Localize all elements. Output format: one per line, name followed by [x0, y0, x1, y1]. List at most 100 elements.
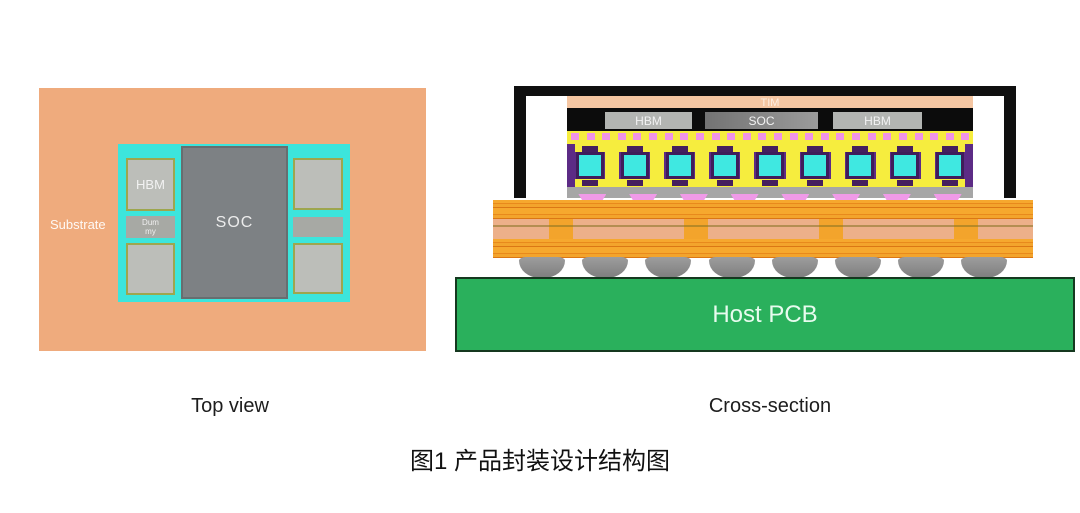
hbm-chip-right-label: HBM	[864, 113, 891, 128]
substrate-core-streak	[493, 225, 1033, 227]
interposer-layer	[567, 144, 973, 188]
die-tab-top	[897, 146, 914, 152]
die-tab-top	[762, 146, 778, 152]
embedded-die	[801, 152, 830, 179]
substrate-routing-top	[493, 200, 1033, 219]
microbump	[711, 133, 720, 140]
die-tab-bottom	[807, 180, 824, 186]
solder-ball	[835, 257, 881, 278]
interposer-edge-left	[567, 144, 575, 188]
c4-bump	[578, 194, 607, 205]
hbm-die-top-right	[293, 158, 343, 210]
soc-die-label: SOC	[215, 213, 254, 231]
tsv-column	[650, 144, 665, 188]
substrate-via	[953, 219, 978, 239]
microbump	[867, 133, 876, 140]
microbump	[774, 133, 782, 140]
soc-die-top-view: SOC	[181, 146, 288, 299]
hbm-chip-right: HBM	[833, 112, 922, 129]
microbump	[852, 133, 861, 140]
solder-ball	[771, 257, 818, 278]
rdl-layer	[567, 187, 973, 198]
embedded-die	[665, 152, 694, 179]
die-tab-top	[581, 146, 598, 152]
embedded-die	[620, 152, 649, 179]
package-substrate	[493, 200, 1033, 258]
soc-chip: SOC	[705, 112, 818, 129]
die-tab-top	[852, 146, 869, 152]
embedded-die	[936, 152, 965, 179]
solder-ball	[645, 257, 692, 278]
c4-bump	[832, 194, 861, 205]
microbump	[789, 133, 798, 140]
die-tab-top	[626, 146, 643, 152]
hbm-die-label: HBM	[136, 177, 165, 192]
c4-bump	[933, 194, 962, 205]
hbm-chip-left: HBM	[605, 112, 692, 129]
tim-layer: TIM	[567, 96, 973, 109]
dummy-die-label: Dum my	[142, 218, 159, 236]
c4-bump	[730, 194, 759, 205]
dummy-die-left: Dum my	[126, 216, 175, 238]
microbump	[945, 133, 954, 140]
hbm-die-bottom-right	[293, 243, 343, 294]
die-tab-bottom	[626, 180, 643, 186]
solder-ball	[519, 257, 565, 278]
tim-label: TIM	[760, 96, 780, 109]
microbump	[742, 133, 751, 140]
microbump	[961, 133, 970, 140]
die-tab-top	[716, 146, 733, 152]
hbm-die-bottom-left	[126, 243, 175, 295]
die-tab-top	[807, 146, 824, 152]
c4-bump	[882, 194, 911, 205]
cross-section-diagram: TIM HBM SOC HBM Host PCB	[455, 77, 1075, 352]
substrate-via	[818, 219, 843, 239]
microbump	[805, 133, 814, 140]
die-tab-top	[942, 146, 959, 152]
microbump	[930, 133, 939, 140]
die-tab-bottom	[671, 180, 688, 186]
top-view-substrate: Substrate HBM Dum my SOC	[39, 88, 426, 351]
hbm-die-top-left: HBM	[126, 158, 175, 211]
tsv-column	[785, 144, 800, 188]
tsv-column	[740, 144, 755, 188]
hbm-chip-left-label: HBM	[635, 113, 662, 128]
c4-bump-row	[567, 194, 973, 205]
c4-bump	[679, 194, 708, 205]
embedded-die	[846, 152, 875, 179]
embedded-die	[756, 152, 784, 179]
microbump	[680, 133, 689, 140]
microbump-row	[567, 131, 973, 144]
microbump	[758, 133, 767, 140]
microbump	[883, 133, 892, 140]
solder-ball	[582, 257, 629, 278]
c4-bump	[781, 194, 810, 205]
embedded-die	[575, 152, 604, 179]
tsv-column	[830, 144, 845, 188]
top-view-interposer: HBM Dum my SOC	[118, 144, 350, 302]
die-tab-top	[671, 146, 688, 152]
substrate-core	[493, 219, 1033, 239]
embedded-die	[710, 152, 739, 179]
die-tab-bottom	[581, 180, 598, 186]
microbump	[571, 133, 579, 140]
die-tab-bottom	[852, 180, 869, 186]
microbump	[586, 133, 595, 140]
microbump	[602, 133, 611, 140]
die-tab-bottom	[762, 180, 778, 186]
solder-ball	[898, 257, 945, 278]
microbump	[664, 133, 673, 140]
host-pcb: Host PCB	[455, 277, 1075, 352]
die-tab-bottom	[942, 180, 959, 186]
tsv-column	[605, 144, 620, 188]
interposer-edge-right	[965, 144, 973, 188]
die-tab-bottom	[716, 180, 733, 186]
bga-ball-row	[455, 257, 1075, 278]
substrate-routing-bottom	[493, 239, 1033, 258]
cross-section-caption: Cross-section	[708, 395, 832, 417]
tsv-column	[920, 144, 935, 188]
solder-ball	[961, 257, 1008, 278]
top-view-caption: Top view	[191, 395, 269, 417]
embedded-die	[891, 152, 920, 179]
